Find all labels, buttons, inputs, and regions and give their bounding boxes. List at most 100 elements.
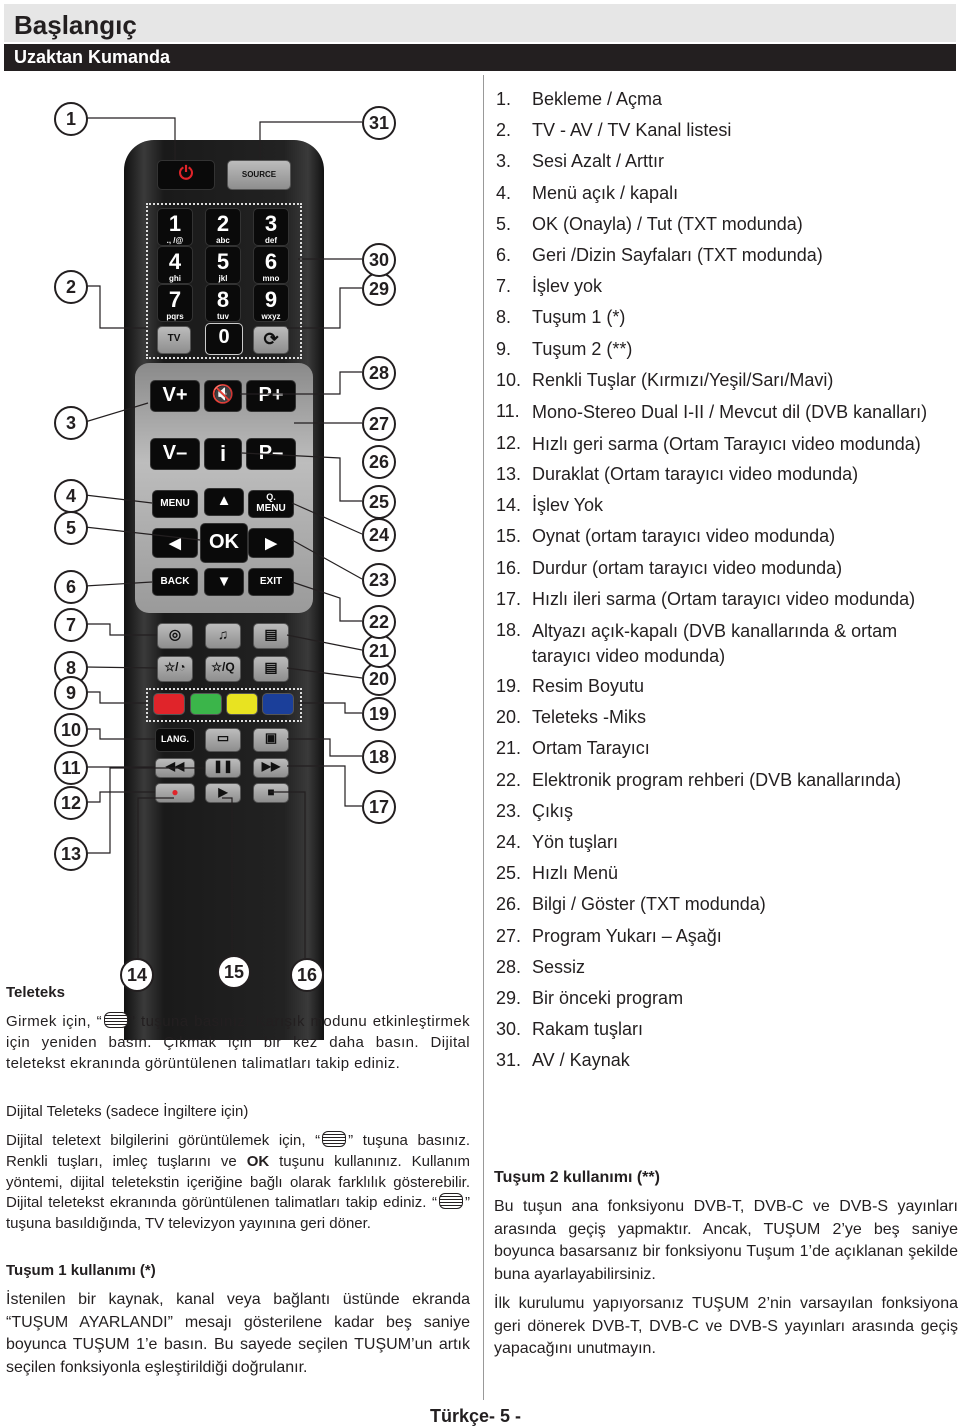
list-item-text: AV / Kaynak bbox=[532, 1050, 630, 1071]
callout-28: 28 bbox=[362, 356, 396, 390]
list-item-text: Hızlı geri sarma (Ortam Tarayıcı video m… bbox=[532, 433, 921, 454]
list-item-number: 25. bbox=[496, 863, 522, 884]
zero-button: 0 bbox=[205, 323, 243, 355]
down-arrow-button: ▼ bbox=[204, 568, 244, 596]
list-item-text: Resim Boyutu bbox=[532, 676, 645, 697]
digital-text-c: tuşunu kullanınız. Kullanım yöntemi, dij… bbox=[6, 1152, 470, 1212]
my-button-2-paragraph-2: İlk kurulumu yapıyorsanız TUŞUM 2’nin va… bbox=[494, 1295, 958, 1357]
number-key-label: 5 bbox=[216, 249, 230, 274]
list-item-text: Menü açık / kapalı bbox=[532, 182, 679, 203]
ok-label: OK bbox=[209, 531, 239, 553]
vol-down-label: V– bbox=[162, 442, 188, 464]
up-arrow-icon: ▲ bbox=[216, 492, 232, 509]
subtitle-button: ▭ bbox=[205, 728, 241, 752]
list-item: 6.Geri /Dizin Sayfaları (TXT modunda) bbox=[496, 240, 958, 271]
list-item: 24.Yön tuşları bbox=[496, 827, 958, 858]
number-key-letters: jkl bbox=[218, 274, 228, 283]
header-bar: Başlangıç bbox=[4, 4, 956, 42]
list-item-number: 9. bbox=[496, 338, 512, 359]
list-item-number: 2. bbox=[496, 120, 512, 141]
column-divider bbox=[483, 75, 484, 1400]
list-item: 7.İşlev yok bbox=[496, 271, 958, 302]
digital-teletext-heading: Dijital Teleteks (sadece İngiltere için) bbox=[6, 1103, 249, 1120]
vol-up-label: V+ bbox=[162, 384, 188, 406]
list-item-number: 27. bbox=[496, 925, 522, 946]
list-item: 21.Ortam Tarayıcı bbox=[496, 733, 958, 764]
teletext-icon: ▤ bbox=[264, 659, 278, 675]
left-arrow-button: ◀ bbox=[152, 528, 198, 558]
zero-label: 0 bbox=[218, 326, 230, 348]
list-item-number: 17. bbox=[496, 588, 522, 609]
mute-icon: 🔇 bbox=[211, 384, 235, 404]
callout-27: 27 bbox=[362, 407, 396, 441]
list-item: 22.Elektronik program rehberi (DVB kanal… bbox=[496, 765, 958, 796]
list-item-number: 12. bbox=[496, 432, 522, 453]
list-item: 12. Hızlı geri sarma (Ortam Tarayıcı vide… bbox=[496, 428, 958, 460]
exit-label: EXIT bbox=[259, 576, 283, 587]
tv-button: TV bbox=[157, 326, 191, 354]
my-button-2: ☆/Q bbox=[205, 656, 241, 682]
number-key-letters: wxyz bbox=[261, 312, 281, 321]
number-key-letters: ghi bbox=[169, 274, 181, 283]
my-button-1: ☆/◔ bbox=[157, 656, 193, 682]
digital-teletext-paragraph: Dijital teletext bilgilerini görüntüleme… bbox=[6, 1131, 470, 1235]
number-key-label: 9 bbox=[264, 287, 278, 312]
list-item: 23.Çıkış bbox=[496, 796, 958, 827]
globe-icon: ◎ bbox=[168, 626, 182, 642]
blue-button bbox=[262, 693, 294, 715]
digital-text-b: ” tuşuna basınız. Renkli tuşları, imleç … bbox=[6, 1132, 470, 1170]
list-item: 27.Program Yukarı – Aşağı bbox=[496, 921, 958, 952]
lang-label: LANG. bbox=[161, 734, 189, 744]
callout-10: 10 bbox=[54, 713, 88, 747]
callout-5: 5 bbox=[54, 511, 88, 545]
list-item-text: Geri /Dizin Sayfaları (TXT modunda) bbox=[532, 245, 823, 266]
menu-button: MENU bbox=[152, 490, 198, 518]
teletext-text-a: Girmek için, “ bbox=[6, 1013, 103, 1030]
teletext-icon bbox=[104, 1012, 129, 1028]
vol-down-button: V– bbox=[150, 438, 200, 470]
number-key-1: 1., /@ bbox=[157, 208, 193, 246]
list-item: 26.Bilgi / Göster (TXT modunda) bbox=[496, 889, 958, 920]
callout-lines bbox=[84, 117, 363, 958]
callout-14: 14 bbox=[120, 958, 154, 992]
list-item-text: Duraklat (Ortam tarayıcı video modunda) bbox=[532, 464, 859, 485]
number-key-label: 2 bbox=[216, 211, 230, 236]
list-item-text: Tuşum 1 (*) bbox=[532, 307, 626, 328]
list-item-text: Hızlı ileri sarma (Ortam tarayıcı video … bbox=[532, 588, 916, 609]
number-key-letters: abc bbox=[216, 236, 230, 245]
music-icon: ♫ bbox=[217, 626, 229, 642]
back-label: BACK bbox=[160, 576, 190, 587]
list-item-text: Çıkış bbox=[532, 800, 574, 821]
list-item-number: 29. bbox=[496, 988, 522, 1009]
digital-text-d: ” tuşuna basıldığında, TV televizyon yay… bbox=[6, 1194, 470, 1233]
quick-menu-label: MENU bbox=[256, 503, 286, 514]
pause-icon: ❚❚ bbox=[212, 759, 234, 773]
list-item-number: 21. bbox=[496, 738, 522, 759]
list-item: 30.Rakam tuşları bbox=[496, 1014, 958, 1045]
number-key-label: 3 bbox=[264, 211, 278, 236]
list-item: 14.İşlev Yok bbox=[496, 490, 958, 521]
list-item-text: Bekleme / Açma bbox=[532, 89, 663, 109]
callout-21: 21 bbox=[362, 634, 396, 668]
page-title: Başlangıç bbox=[14, 10, 137, 40]
list-item: 18.Altyazı açık-kapalı (DVB kanallarında… bbox=[496, 615, 958, 671]
list-item-text: Durdur (ortam tarayıcı video modunda) bbox=[532, 557, 843, 578]
list-item-text: Bir önceki program bbox=[532, 988, 684, 1009]
picture-size-button: ▣ bbox=[253, 728, 289, 752]
teletext-paragraph: Girmek için, “” tuşuna basınız. Karışık … bbox=[6, 1012, 470, 1074]
list-item-text: Elektronik program rehberi (DVB kanallar… bbox=[532, 769, 902, 790]
number-key-label: 8 bbox=[216, 287, 230, 312]
lang-button: LANG. bbox=[155, 728, 195, 752]
number-keys-outline bbox=[146, 203, 302, 359]
info-button: i bbox=[204, 438, 242, 470]
right-arrow-icon: ▶ bbox=[265, 535, 277, 552]
number-key-letters: pqrs bbox=[166, 312, 184, 321]
ok-inline: OK bbox=[246, 1152, 270, 1170]
record-icon: ● bbox=[171, 785, 179, 799]
prog-up-button: P+ bbox=[246, 380, 296, 412]
list-item-number: 14. bbox=[496, 495, 522, 516]
